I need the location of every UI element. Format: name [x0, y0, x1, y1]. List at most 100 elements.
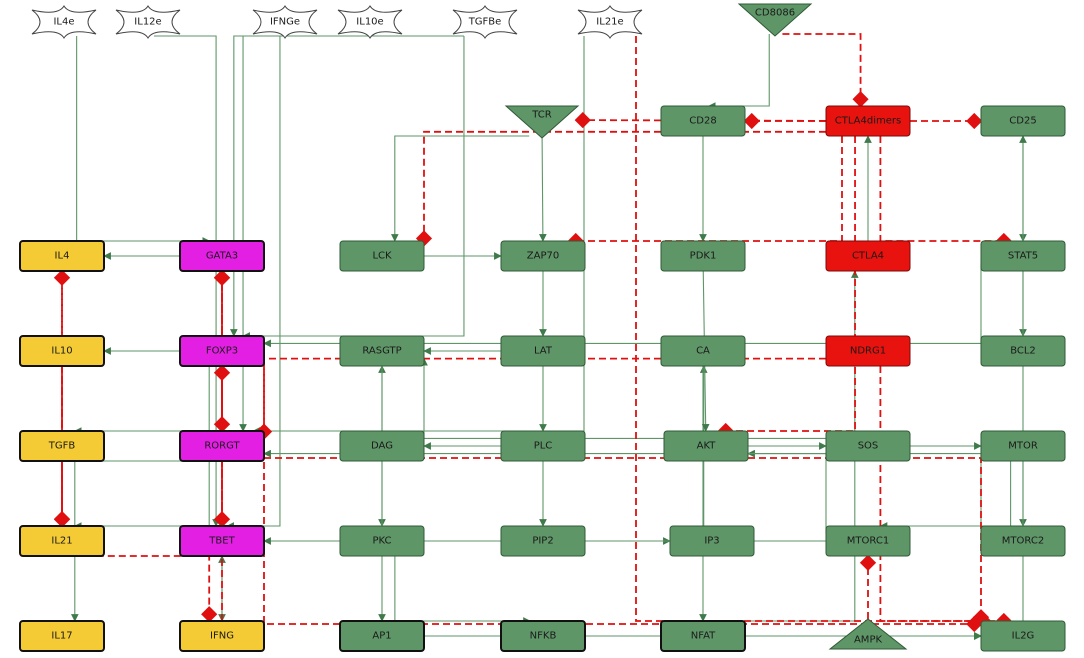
- node-il10[interactable]: IL10: [19, 335, 105, 367]
- node-foxp3[interactable]: FOXP3: [179, 335, 265, 367]
- node-label: SOS: [858, 441, 879, 452]
- node-bcl2[interactable]: BCL2: [980, 335, 1066, 367]
- input-node-tgfbe[interactable]: TGFBe: [452, 5, 518, 39]
- receptor-node-cd8086[interactable]: CD8086: [737, 3, 813, 37]
- inhibition-edge-FOXP3-IL2G: [263, 363, 983, 633]
- node-label: RORGT: [204, 441, 240, 452]
- node-dag[interactable]: DAG: [339, 430, 425, 462]
- node-nfkb[interactable]: NFKB: [500, 620, 586, 652]
- node-zap70[interactable]: ZAP70: [500, 240, 586, 272]
- node-box: [179, 620, 265, 652]
- node-tbet[interactable]: TBET: [179, 525, 265, 557]
- node-label: CTLA4: [852, 251, 884, 262]
- node-stat5[interactable]: STAT5: [980, 240, 1066, 272]
- node-il4[interactable]: IL4: [19, 240, 105, 272]
- node-lck[interactable]: LCK: [339, 240, 425, 272]
- node-box: [980, 335, 1066, 367]
- node-cd25[interactable]: CD25: [980, 105, 1066, 137]
- activation-edge-TCR-ZAP70: [539, 135, 547, 242]
- node-ctla4dimers[interactable]: CTLA4dimers: [825, 105, 911, 137]
- node-mtor[interactable]: MTOR: [980, 430, 1066, 462]
- node-lat[interactable]: LAT: [500, 335, 586, 367]
- node-ndrg1[interactable]: NDRG1: [825, 335, 911, 367]
- activation-edge-IL21e-RORGT: [252, 36, 585, 435]
- node-box: [179, 335, 265, 367]
- node-ctla4[interactable]: CTLA4: [825, 240, 911, 272]
- node-pdk1[interactable]: PDK1: [660, 240, 746, 272]
- node-label: IFNG: [210, 631, 234, 642]
- input-label: IL12e: [134, 17, 161, 28]
- activation-edge-IL4e-GATA3: [76, 36, 211, 245]
- node-pip2[interactable]: PIP2: [500, 525, 586, 557]
- node-nfat[interactable]: NFAT: [660, 620, 746, 652]
- inhibition-edge-CTLA4dimers-STAT5: [879, 136, 1012, 250]
- receptor-node-tcr[interactable]: TCR: [504, 105, 580, 139]
- node-il17[interactable]: IL17: [19, 620, 105, 652]
- node-box: [500, 430, 586, 462]
- input-node-il4e[interactable]: IL4e: [31, 5, 97, 39]
- node-label: ZAP70: [527, 251, 559, 262]
- activation-edge-TCR-LCK: [390, 135, 530, 242]
- node-label: NFAT: [691, 631, 716, 642]
- node-box: [980, 525, 1066, 557]
- input-node-il21e[interactable]: IL21e: [577, 5, 643, 39]
- receptor-label: CD8086: [755, 8, 795, 19]
- activation-edge-IL10e-FOXP3: [229, 35, 359, 337]
- node-tgfb[interactable]: TGFB: [19, 430, 105, 462]
- activation-edge-MTOR-MTORC1: [879, 461, 1012, 530]
- triangle-shape: [504, 105, 580, 139]
- node-box: [500, 335, 586, 367]
- node-label: IL10: [51, 346, 72, 357]
- node-box: [19, 335, 105, 367]
- input-label: IFNGe: [270, 17, 300, 28]
- receptor-label: AMPK: [854, 635, 882, 646]
- node-label: CD28: [689, 116, 716, 127]
- node-il21[interactable]: IL21: [19, 525, 105, 557]
- activation-edge-PKC-NFKB: [394, 556, 531, 625]
- input-node-ifnge[interactable]: IFNGe: [252, 5, 318, 39]
- node-label: MTOR: [1008, 441, 1038, 452]
- node-ap1[interactable]: AP1: [339, 620, 425, 652]
- node-ifng[interactable]: IFNG: [179, 620, 265, 652]
- node-mtorc2[interactable]: MTORC2: [980, 525, 1066, 557]
- input-label: IL21e: [596, 17, 623, 28]
- node-sos[interactable]: SOS: [825, 430, 911, 462]
- node-pkc[interactable]: PKC: [339, 525, 425, 557]
- node-label: IL4: [55, 251, 70, 262]
- node-label: CD25: [1009, 116, 1036, 127]
- node-label: TGFB: [48, 441, 76, 452]
- receptor-node-ampk[interactable]: AMPK: [828, 618, 908, 650]
- activation-edge-CD8086-CD28: [707, 34, 770, 110]
- node-rasgtp[interactable]: RASGTP: [339, 335, 425, 367]
- input-node-il12e[interactable]: IL12e: [115, 5, 181, 39]
- node-box: [179, 430, 265, 462]
- node-label: PKC: [372, 536, 391, 547]
- node-label: IL21: [51, 536, 72, 547]
- node-box: [825, 430, 911, 462]
- node-label: TBET: [208, 536, 235, 547]
- node-label: NDRG1: [850, 346, 886, 357]
- node-box: [500, 525, 586, 557]
- node-rorgt[interactable]: RORGT: [179, 430, 265, 462]
- node-il2g[interactable]: IL2G: [980, 620, 1066, 652]
- node-ip3[interactable]: IP3: [669, 525, 755, 557]
- input-star-shape: [31, 5, 97, 39]
- node-box: [19, 240, 105, 272]
- node-box: [179, 240, 265, 272]
- inhibition-edge-CTLA4dimers-AKT: [717, 136, 856, 440]
- node-gata3[interactable]: GATA3: [179, 240, 265, 272]
- node-label: BCL2: [1010, 346, 1036, 357]
- node-akt[interactable]: AKT: [663, 430, 749, 462]
- input-node-il10e[interactable]: IL10e: [337, 5, 403, 39]
- node-mtorc1[interactable]: MTORC1: [825, 525, 911, 557]
- node-box: [980, 620, 1066, 652]
- node-plc[interactable]: PLC: [500, 430, 586, 462]
- node-box: [663, 430, 749, 462]
- node-label: FOXP3: [206, 346, 238, 357]
- input-label: IL4e: [53, 17, 74, 28]
- node-box: [660, 620, 746, 652]
- input-label: TGFBe: [468, 17, 502, 28]
- node-cd28[interactable]: CD28: [660, 105, 746, 137]
- node-ca[interactable]: CA: [660, 335, 746, 367]
- inhibition-edge-CD8086-CTLA4dimers: [782, 33, 869, 108]
